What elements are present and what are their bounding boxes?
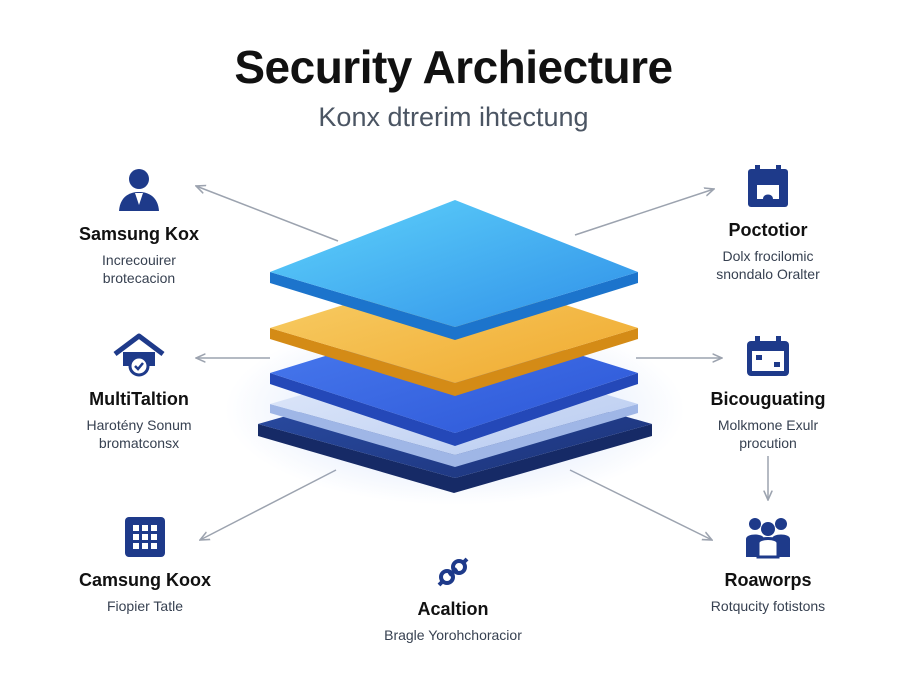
node-desc-line: Rotqucity fotistons	[710, 598, 826, 614]
node-desc-line: Fiopier Tatle	[106, 598, 183, 614]
node-desc-line: bromatconsx	[98, 435, 180, 451]
page-title: Security Archiecture	[234, 41, 673, 93]
layer-stack	[225, 200, 685, 505]
link-icon	[437, 557, 469, 587]
node-camsung-koox: Camsung Koox Fiopier Tatle	[45, 515, 245, 615]
node-desc: Rotqucity fotistons	[668, 597, 868, 615]
node-multitaltion: MultiTaltion Harotény Sonum bromatconsx	[39, 332, 239, 452]
node-desc: Dolx frocilomic snondalo Oralter	[668, 247, 868, 283]
node-acaltion: Acaltion Bragle Yorohchoracior	[353, 556, 553, 644]
node-poctotior: Poctotior Dolx frocilomic snondalo Oralt…	[668, 165, 868, 283]
node-desc: Bragle Yorohchoracior	[353, 626, 553, 644]
node-desc-line: Increcouirer	[102, 252, 176, 268]
page-subtitle: Konx dtrerim ihtectung	[318, 102, 589, 132]
node-desc-line: snondalo Oralter	[716, 266, 820, 282]
node-name: Camsung Koox	[78, 570, 211, 590]
node-desc: Increcouirer brotecacion	[39, 251, 239, 287]
node-name: Roaworps	[724, 570, 812, 590]
node-desc: Fiopier Tatle	[45, 597, 245, 615]
puzzle-icon	[748, 165, 788, 207]
node-desc: Harotény Sonum bromatconsx	[39, 416, 239, 452]
grid-icon	[125, 517, 165, 557]
node-name: Bicouguating	[710, 389, 826, 409]
calendar-icon	[747, 336, 789, 376]
node-desc-line: procution	[739, 435, 797, 451]
node-bicouguating: Bicouguating Molkmone Exulr procution	[668, 336, 868, 452]
node-roaworps: Roaworps Rotqucity fotistons	[668, 515, 868, 615]
node-name: Acaltion	[417, 599, 489, 619]
person-icon	[119, 169, 159, 211]
node-desc-line: Harotény Sonum	[86, 417, 192, 433]
node-desc-line: Bragle Yorohchoracior	[384, 627, 522, 643]
node-samsung-kox: Samsung Kox Increcouirer brotecacion	[39, 165, 239, 287]
node-name: Samsung Kox	[78, 224, 200, 244]
connector-samsung-kox	[196, 186, 339, 242]
node-desc: Molkmone Exulr procution	[668, 416, 868, 452]
people-icon	[746, 518, 790, 559]
node-name: Poctotior	[728, 220, 808, 240]
node-name: MultiTaltion	[89, 389, 189, 409]
node-desc-line: Dolx frocilomic	[722, 248, 814, 264]
node-desc-line: Molkmone Exulr	[717, 417, 819, 433]
house-shield-icon	[113, 333, 165, 377]
connector-poctotior	[574, 189, 714, 236]
layer-top	[270, 200, 638, 340]
node-desc-line: brotecacion	[102, 270, 176, 286]
